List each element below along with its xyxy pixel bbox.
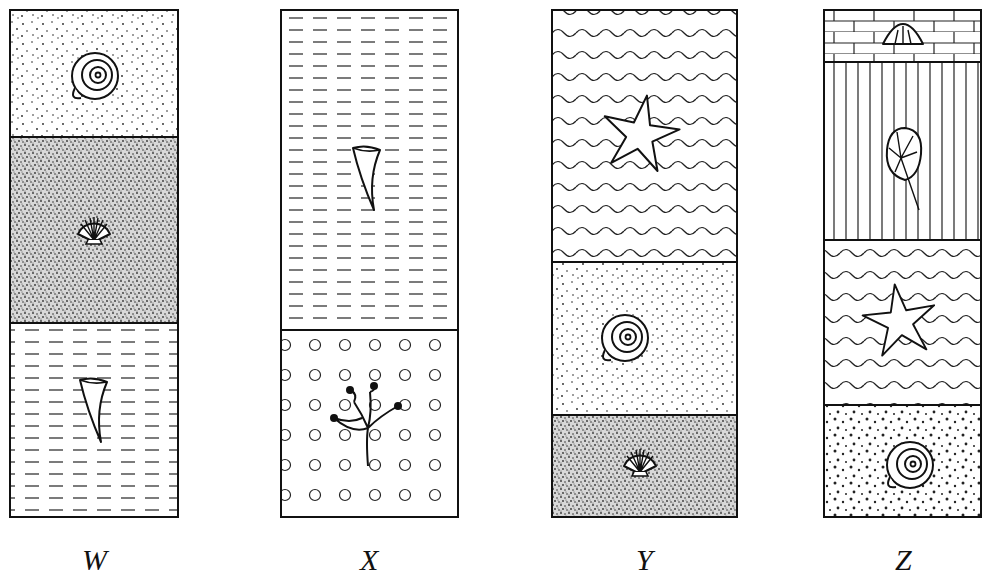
- leaf-fossil: [887, 128, 921, 210]
- trilobite-fossil: [883, 24, 923, 44]
- snail-fossil: [887, 442, 933, 488]
- starfish-fossil: [597, 89, 684, 173]
- horn-coral-fossil: [80, 378, 107, 442]
- crinoid-fossil: [331, 383, 404, 468]
- column-label: Z: [895, 545, 912, 575]
- column-label: X: [360, 545, 378, 575]
- snail-fossil: [72, 53, 118, 99]
- column-label: W: [82, 545, 107, 575]
- snail-fossil: [602, 315, 648, 361]
- scallop-fossil: [624, 449, 656, 476]
- scallop-fossil: [78, 217, 110, 244]
- horn-coral-fossil: [353, 146, 380, 210]
- column-label: Y: [636, 545, 653, 575]
- starfish-fossil: [859, 279, 940, 357]
